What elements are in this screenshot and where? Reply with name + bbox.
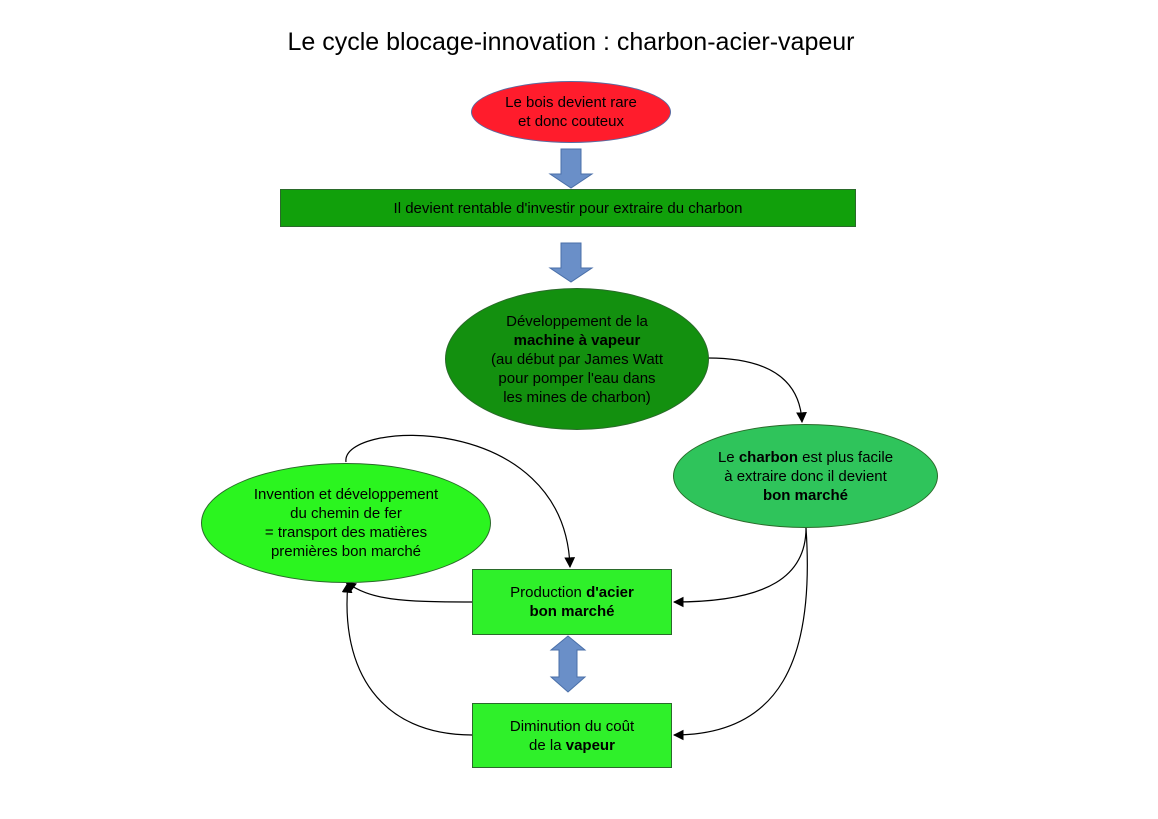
node-steel-production-text: Production d'acier bon marché xyxy=(510,584,634,620)
node-cheap-coal-text: Le charbon est plus facile à extraire do… xyxy=(717,448,894,504)
connector-engine-to-coal xyxy=(707,357,807,424)
node-steam-cost: Diminution du coût de la vapeur xyxy=(472,703,672,768)
node-steel-production: Production d'acier bon marché xyxy=(472,569,672,635)
connector-vapor-to-railway xyxy=(341,581,473,736)
connector-railway-to-steel xyxy=(345,434,576,569)
node-wood-rare-text: Le bois devient rare et donc couteux xyxy=(505,94,637,130)
node-coal-investment-text: Il devient rentable d'investir pour extr… xyxy=(393,199,743,217)
diagram-title: Le cycle blocage-innovation : charbon-ac… xyxy=(287,28,855,56)
connector-coal-to-vapor xyxy=(672,527,808,741)
block-arrow-invest-to-engine xyxy=(548,242,594,283)
node-steam-cost-text: Diminution du coût de la vapeur xyxy=(509,717,635,754)
node-cheap-coal: Le charbon est plus facile à extraire do… xyxy=(673,424,938,528)
node-steam-engine: Développement de la machine à vapeur (au… xyxy=(445,288,709,430)
node-coal-investment: Il devient rentable d'investir pour extr… xyxy=(280,189,856,227)
block-arrow-steel-vapor-bidirectional xyxy=(549,635,587,693)
block-arrow-wood-to-invest xyxy=(548,148,594,189)
node-railway-text: Invention et développement du chemin de … xyxy=(253,486,439,560)
node-steam-engine-text: Développement de la machine à vapeur (au… xyxy=(490,312,664,406)
connector-coal-to-steel xyxy=(672,527,807,608)
node-railway: Invention et développement du chemin de … xyxy=(201,463,491,583)
connector-steel-to-railway xyxy=(345,581,473,603)
node-wood-rare: Le bois devient rare et donc couteux xyxy=(471,81,671,143)
